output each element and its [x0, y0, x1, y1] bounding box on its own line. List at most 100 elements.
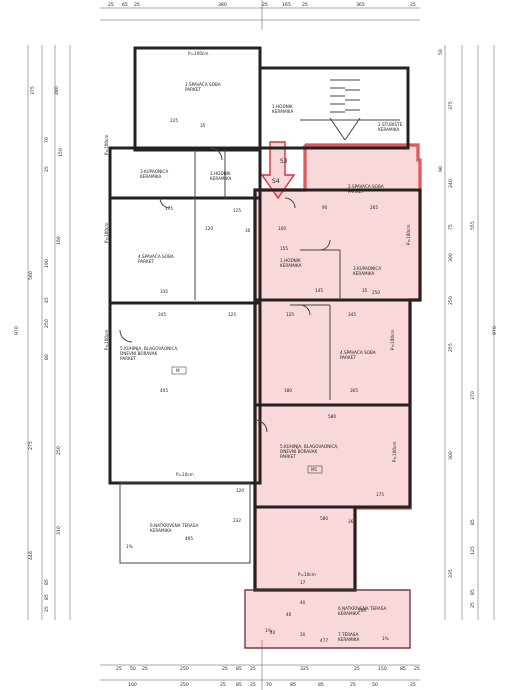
- dimension-value: 50: [372, 682, 378, 688]
- dimension-value: 175: [165, 206, 173, 211]
- slope-label: 1%: [265, 628, 272, 633]
- dimension-value: 25: [302, 2, 308, 8]
- dimension-value: 25: [134, 2, 140, 8]
- dimension-value: 85: [318, 682, 324, 688]
- room-label: 4.SPAVAĆA SOBA: [340, 350, 376, 355]
- dimension-value: 555: [470, 221, 476, 230]
- dimension-value: 560: [28, 271, 34, 280]
- m-tag-left: M: [176, 368, 180, 373]
- dimension-value: 495: [185, 536, 193, 541]
- room-label: 1.HODNIK: [272, 104, 293, 109]
- room-label: 7.TERASA: [338, 632, 359, 637]
- dimension-right: 5037590240555753002509702553703008512533…: [438, 49, 498, 608]
- room-label: DNEVNI BORAVAK: [120, 351, 157, 356]
- dimension-value: 25: [410, 682, 416, 688]
- room-label: PARKET: [280, 454, 296, 459]
- dimension-value: 85: [236, 682, 242, 688]
- dimension-value: 25: [262, 2, 268, 8]
- dimension-value: 970: [14, 326, 20, 335]
- room-label: 1.HODNIK: [280, 258, 301, 263]
- dimension-value: 365: [356, 2, 365, 8]
- highlighted-unit: [244, 141, 422, 649]
- room-label: 2.STUBIŠTE: [378, 122, 403, 127]
- dimension-value: 145: [315, 288, 323, 293]
- dimension-value: 25: [44, 606, 50, 612]
- dimension-value: 360: [348, 519, 356, 524]
- section-tags: S3 S4 M M1: [171, 158, 323, 474]
- dimension-value: 25: [414, 666, 420, 672]
- dimension-value: 225: [170, 118, 178, 123]
- dimension-value: 580: [320, 516, 328, 521]
- dimension-value: 375: [448, 101, 454, 110]
- m-tag-right: M1: [311, 467, 318, 472]
- room-label: 2.SPAVAĆA SOBA: [185, 82, 221, 87]
- room-label: KERAMIKA: [338, 637, 360, 642]
- dimension-value: 580: [328, 414, 336, 419]
- m-tag-left-box: [171, 366, 187, 375]
- dimension-value: 25: [350, 682, 356, 688]
- window-label: P=10cm: [176, 472, 194, 477]
- room-label: KERAMIKA: [150, 528, 172, 533]
- dimension-value: 345: [348, 312, 356, 317]
- room-label: PARKET: [120, 356, 136, 361]
- dimension-value: 25: [108, 2, 114, 8]
- dimension-value: 335: [160, 289, 168, 294]
- dimension-value: 125: [233, 208, 241, 213]
- room-label: KERAMIKA: [140, 174, 162, 179]
- window-label: P=100cm: [104, 223, 109, 243]
- slope-label: 1%: [126, 544, 133, 549]
- dimension-value: 250: [44, 319, 50, 328]
- dimension-value: 345: [158, 312, 166, 317]
- dimension-value: 380: [218, 2, 227, 8]
- dimension-value: 35: [362, 288, 368, 293]
- dimension-value: 100: [128, 682, 137, 688]
- dimension-value: 300: [448, 253, 454, 262]
- room-label: 6.NATKRIVENA TERASA: [338, 606, 386, 611]
- dimension-value: 155: [280, 246, 288, 251]
- dimension-value: 175: [376, 492, 384, 497]
- dimension-value: 25: [44, 166, 50, 172]
- dimension-value: 300: [448, 451, 454, 460]
- dimension-value: 232: [233, 518, 241, 523]
- dimension-value: 85: [470, 519, 476, 525]
- dimension-value: 40: [286, 612, 292, 617]
- dimension-value: 25: [250, 666, 256, 672]
- dimension-value: 370: [470, 391, 476, 400]
- window-label: P=100cm: [104, 135, 109, 155]
- dimension-value: 150: [58, 148, 64, 157]
- m-tag-right-box: [307, 465, 323, 474]
- dimension-value: 255: [448, 343, 454, 352]
- room-label: 5.KUHINJA, BLAGOVAONICA,: [280, 444, 339, 449]
- dimension-value: 25: [222, 666, 228, 672]
- dimension-value: 240: [448, 179, 454, 188]
- dimension-value: 35: [200, 123, 206, 128]
- dimension-value: 25: [250, 682, 256, 688]
- dimension-value: 125: [470, 546, 476, 555]
- dimension-value: 40: [300, 600, 306, 605]
- dimension-value: 40: [270, 630, 276, 635]
- dimension-value: 85: [44, 579, 50, 585]
- dimension-value: 75: [448, 224, 454, 230]
- room-label: PARKET: [138, 259, 154, 264]
- dimension-value: 90: [322, 205, 328, 210]
- dimension-value: 265: [370, 205, 378, 210]
- dimension-value: 85: [470, 589, 476, 595]
- room-label: 5.KUHINJA, BLAGOVAONICA,: [120, 346, 179, 351]
- dimension-value: 100: [358, 608, 366, 613]
- dimension-value: 335: [448, 569, 454, 578]
- dimension-value: 125: [286, 312, 294, 317]
- room-label: KERAMIKA: [272, 109, 294, 114]
- window-labels: P=100cmP=100cmP=100cmP=100cmP=100cmP=100…: [104, 51, 411, 577]
- dimension-value: 150: [378, 666, 387, 672]
- dimension-value: 160: [56, 236, 62, 245]
- dimension-value: 375: [30, 86, 36, 95]
- slope-label: 1%: [382, 636, 389, 641]
- dimension-value: 17: [300, 580, 306, 585]
- dimension-value: 120: [236, 488, 244, 493]
- dimension-value: 970: [492, 326, 498, 335]
- dimension-value: 70: [44, 137, 50, 143]
